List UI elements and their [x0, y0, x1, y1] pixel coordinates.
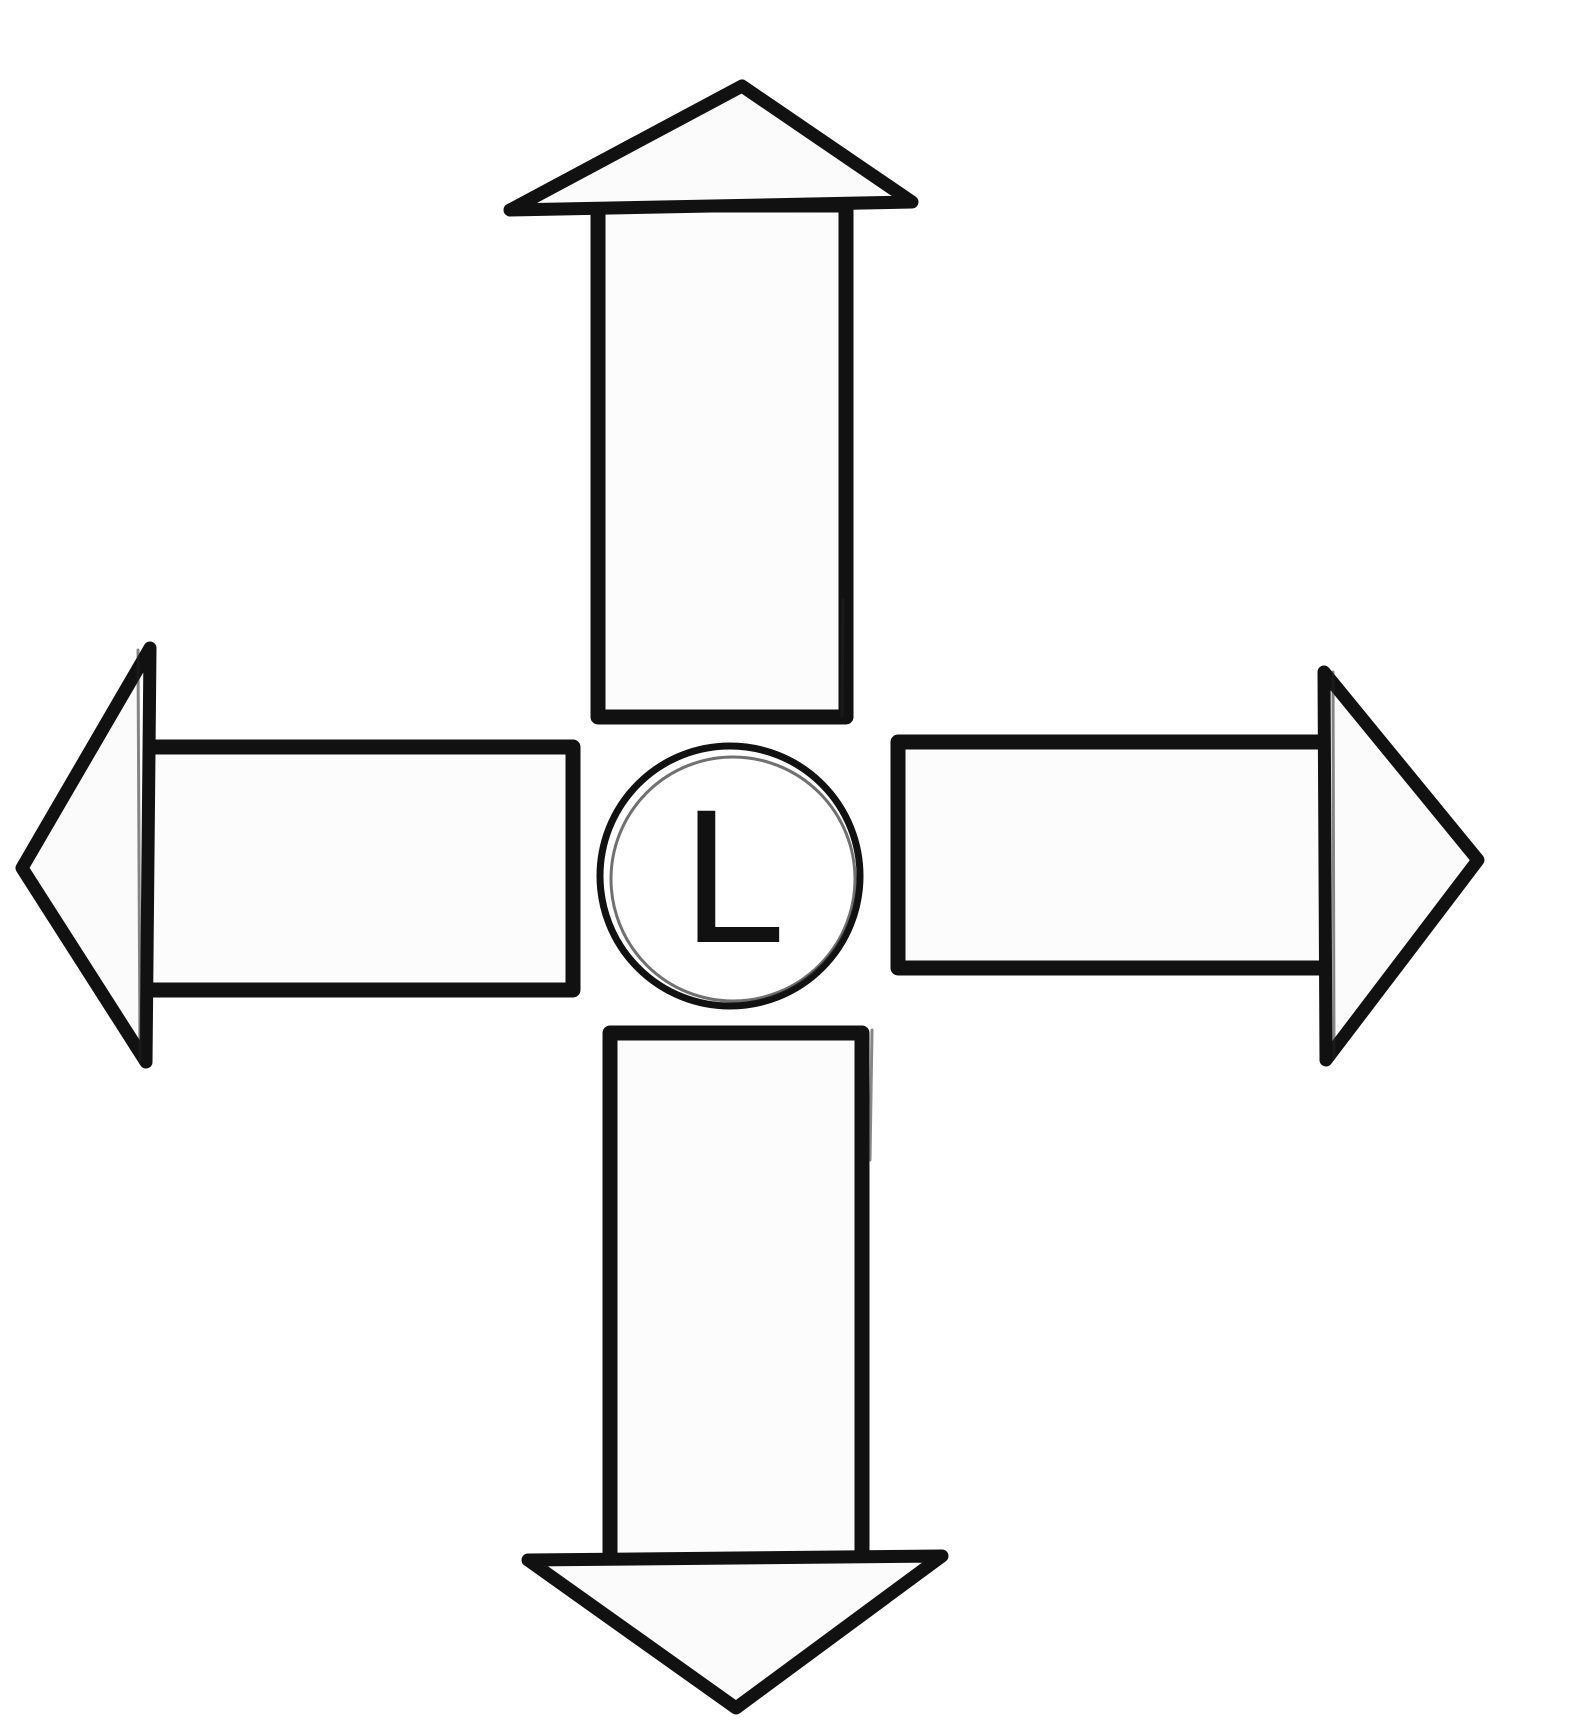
center-circle-sketch [609, 755, 857, 1003]
sketch-stroke [868, 1028, 874, 1162]
arrow-up-icon [503, 79, 919, 725]
arrow-down-head [521, 1549, 949, 1715]
center-label: L [680, 776, 780, 985]
arrow-up-shaft [590, 197, 854, 725]
arrow-right-icon [890, 665, 1485, 1067]
arrow-left-icon [15, 641, 581, 1069]
sketch-stroke [1331, 670, 1336, 1060]
center-node: L [596, 742, 864, 1010]
arrow-down-icon [521, 1025, 949, 1715]
arrow-right-shaft [890, 734, 1338, 976]
arrow-left-shaft [137, 739, 581, 998]
sketch-stroke [136, 648, 142, 1062]
center-circle [596, 742, 864, 1010]
arrow-down-shaft [602, 1025, 870, 1569]
arrow-right-head [1317, 665, 1485, 1067]
sketch-stroke [840, 598, 845, 718]
arrow-up-head [503, 79, 919, 217]
arrow-left-head [15, 641, 157, 1069]
